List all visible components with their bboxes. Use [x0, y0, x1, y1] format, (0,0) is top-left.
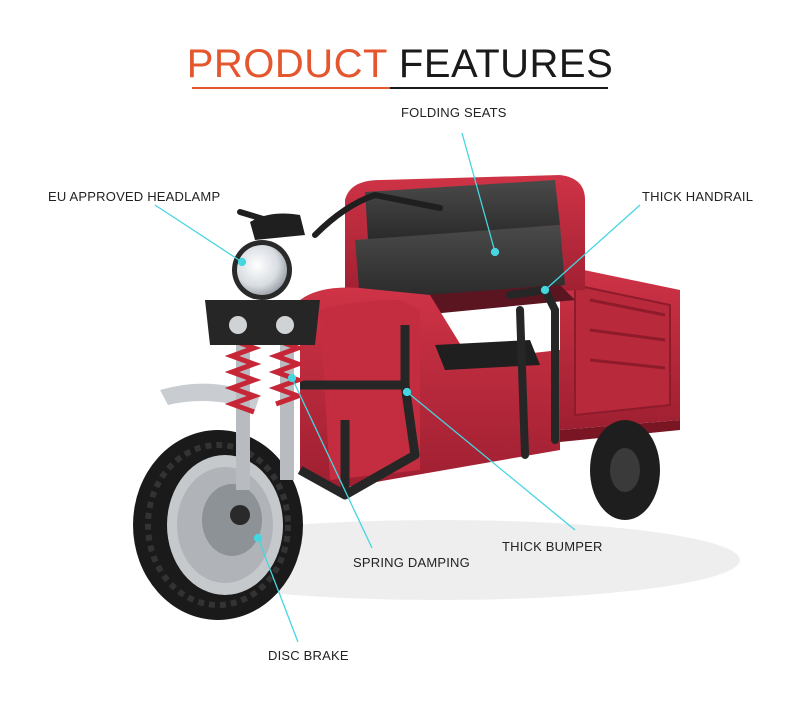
spring-damping: [224, 330, 306, 490]
rear-wheel: [590, 420, 660, 520]
title-word-product: PRODUCT: [186, 42, 388, 86]
title-underline: [192, 87, 608, 89]
headlamp-marker: [237, 257, 247, 267]
title-underline-dark: [390, 87, 608, 89]
title-word-features: FEATURES: [398, 42, 614, 86]
title-underline-accent: [192, 87, 390, 89]
folding-seats-marker: [490, 247, 500, 257]
callout-disc-brake: DISC BRAKE: [268, 648, 349, 663]
spring-marker: [287, 373, 297, 383]
handrail-marker: [540, 285, 550, 295]
headlamp-cluster: [205, 213, 320, 345]
folding-seats: [345, 175, 585, 320]
thick-bumper: [297, 325, 420, 500]
handlebars: [237, 191, 443, 238]
front-wheel: [133, 383, 303, 620]
cargo-box: [560, 265, 680, 442]
page-title: PRODUCT FEATURES: [0, 40, 800, 88]
callout-lines: [154, 132, 641, 643]
thick-handrail: [506, 285, 559, 459]
callout-bumper: THICK BUMPER: [502, 539, 603, 554]
disc-brake-marker: [253, 533, 263, 543]
callout-headlamp: EU APPROVED HEADLAMP: [48, 189, 221, 204]
bumper-marker: [402, 387, 412, 397]
callout-spring: SPRING DAMPING: [353, 555, 470, 570]
callout-handrail: THICK HANDRAIL: [642, 189, 754, 204]
callout-folding-seats: FOLDING SEATS: [401, 105, 507, 120]
